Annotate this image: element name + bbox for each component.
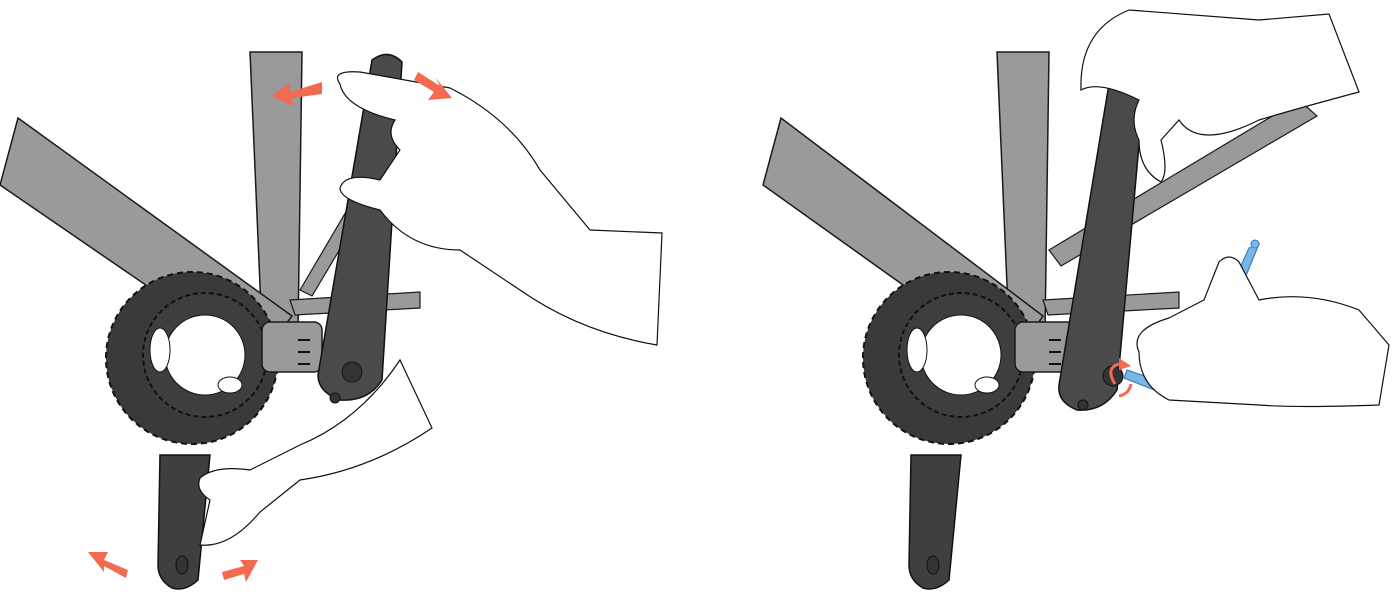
crankset-tighten-illustration [699, 0, 1398, 594]
illustration-panel-step-1 [0, 0, 699, 594]
crankset-install-illustration [0, 0, 699, 594]
chainring [863, 272, 1035, 444]
rotation-arrow-icon [1119, 358, 1131, 370]
crank-arm-drive [158, 455, 210, 589]
illustration-panel-step-2 [699, 0, 1398, 594]
hand-icon [1137, 257, 1389, 407]
chainring [106, 272, 278, 444]
crank-arm-drive [909, 455, 961, 589]
bottom-bracket [262, 322, 322, 372]
